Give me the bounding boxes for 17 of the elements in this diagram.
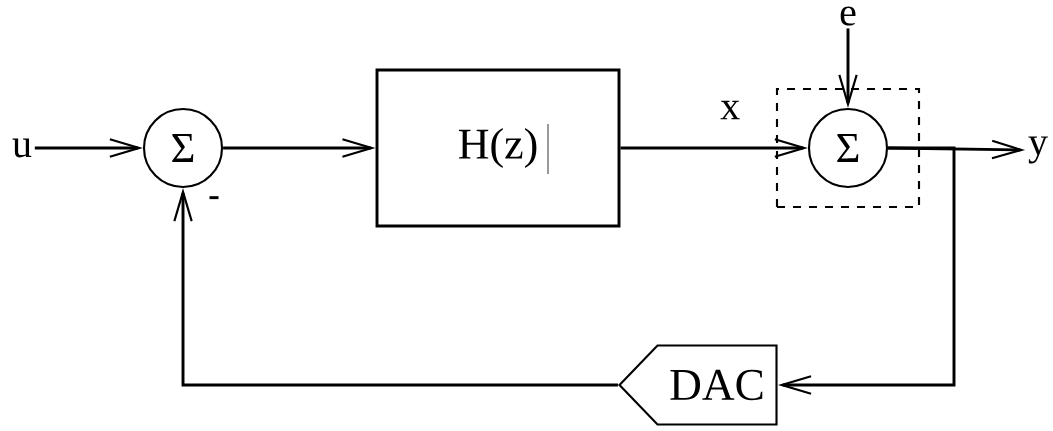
edge-label: x (718, 99, 742, 121)
dac-block: DAC (618, 344, 778, 426)
dashed-box (775, 87, 921, 209)
arrow (620, 138, 808, 158)
arrow (223, 138, 376, 158)
summing-junction: Σ (807, 107, 889, 189)
arrow (778, 146, 956, 395)
summing-junction: Σ (142, 107, 224, 189)
arrow (34, 138, 143, 158)
signal-label: y (1028, 136, 1048, 164)
arrow (838, 28, 858, 108)
signal-label: e (840, 6, 856, 26)
transfer-function-box: H(z) (375, 68, 621, 228)
arrow (888, 139, 1026, 160)
sign-label: - (209, 196, 219, 200)
signal-label: u (12, 138, 32, 158)
arrow (173, 188, 619, 387)
